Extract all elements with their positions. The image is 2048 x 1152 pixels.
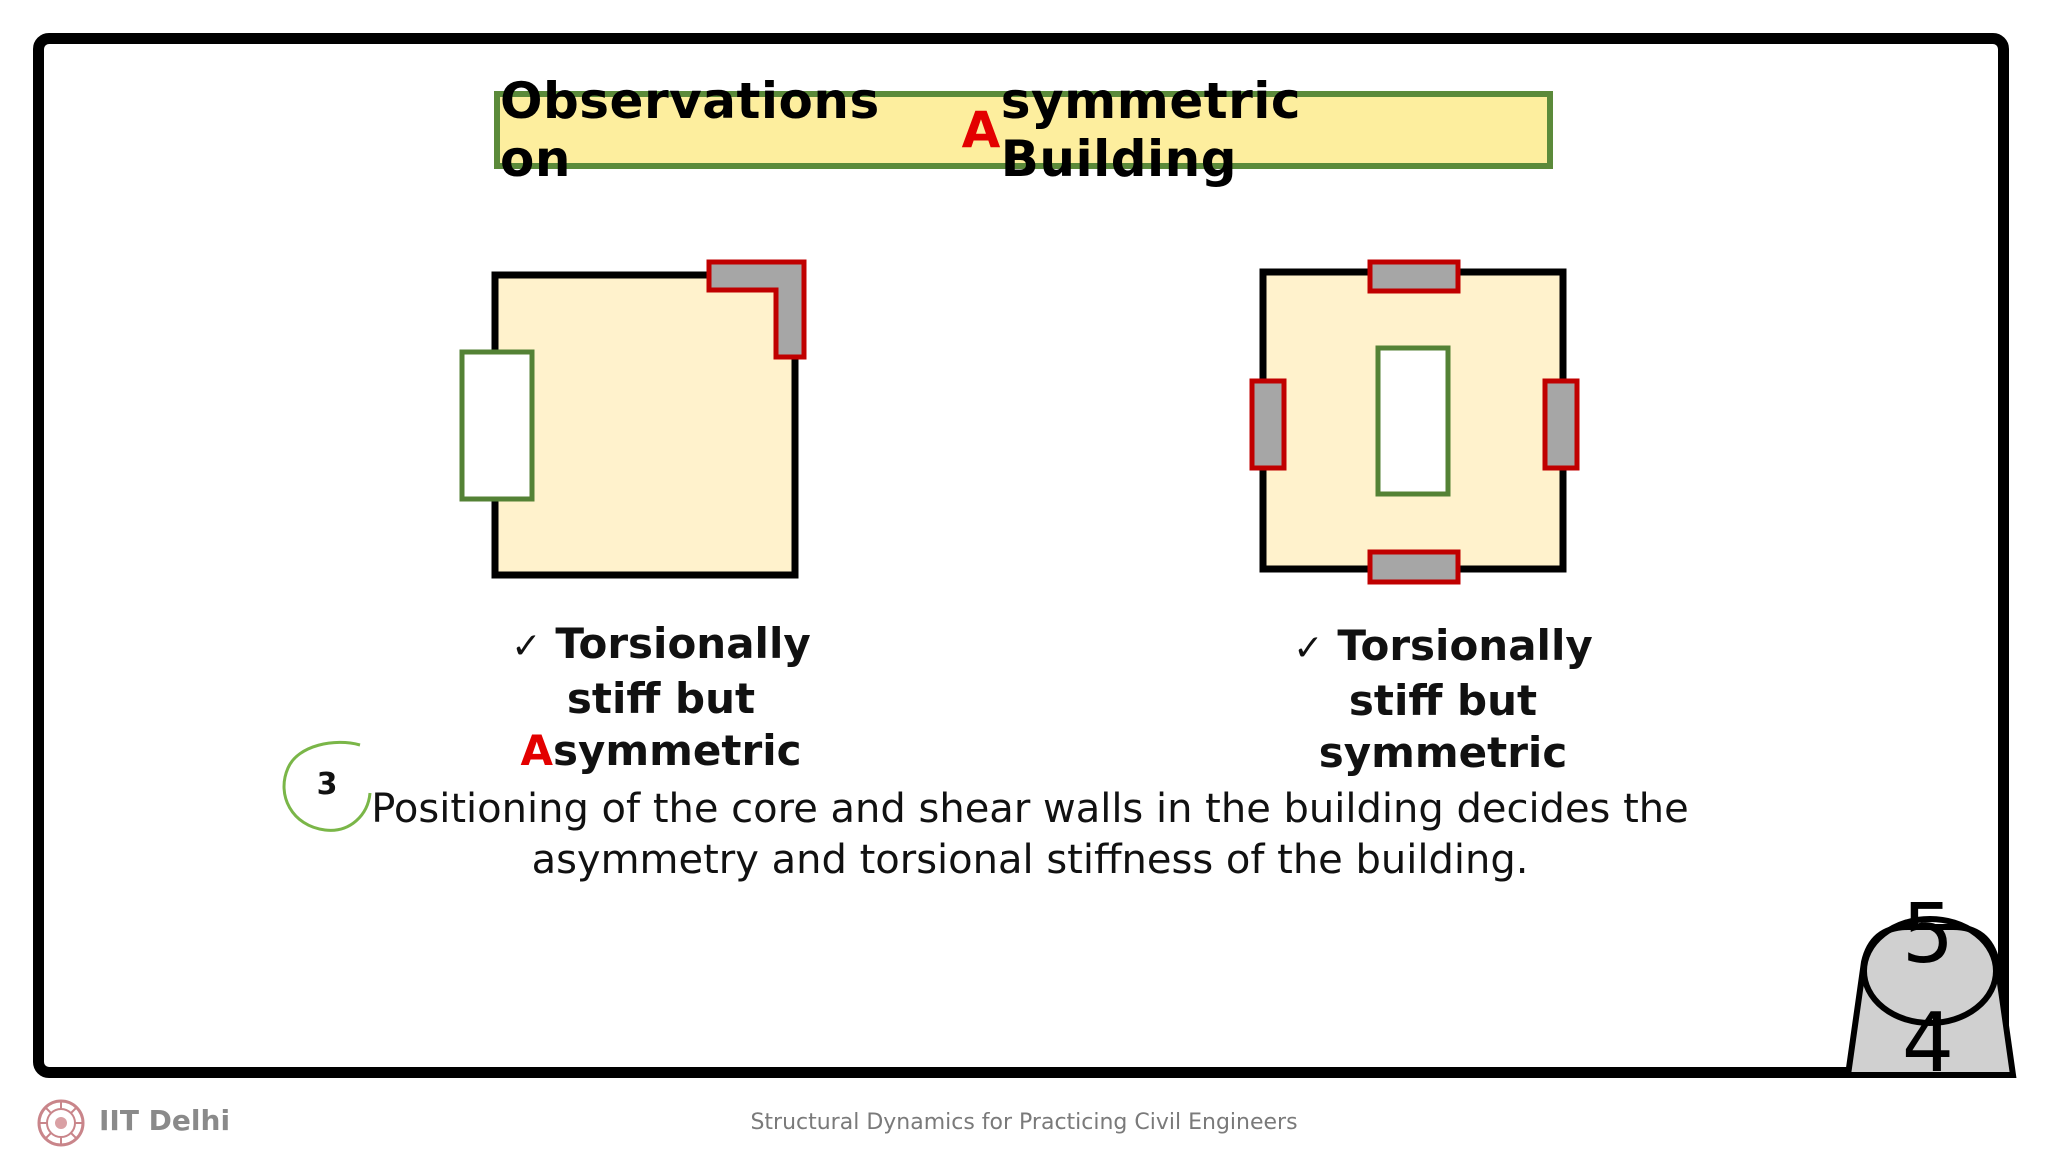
- page-number-weight-icon: 5 4: [1844, 887, 2017, 1091]
- left-caption-line3: Asymmetric: [496, 725, 826, 777]
- page-number-bottom: 4: [1902, 996, 1954, 1091]
- iit-delhi-emblem-icon: [37, 1099, 85, 1147]
- left-caption-highlight: A: [520, 726, 554, 775]
- check-mark-icon: ✓: [1293, 628, 1324, 669]
- right-plan-caption: ✓ Torsionally stiff but symmetric: [1278, 620, 1608, 779]
- right-caption-line3: symmetric: [1318, 728, 1568, 777]
- right-building-plan: [1249, 259, 1580, 585]
- right-bottom-shear-wall: [1367, 549, 1461, 585]
- left-core-wall: [459, 349, 535, 502]
- left-floor-slab: [491, 271, 799, 579]
- right-core-wall: [1375, 345, 1451, 497]
- right-left-shear-wall: [1249, 378, 1287, 471]
- slide-frame: [33, 33, 2009, 1078]
- left-corner-shear-wall: [706, 259, 807, 360]
- right-caption-text1: Torsionally: [1337, 621, 1593, 670]
- title-prefix: Observations on: [500, 72, 880, 188]
- observation-number-badge: 3: [282, 740, 372, 832]
- page-number-top: 5: [1902, 887, 1954, 982]
- observation-text: Positioning of the core and shear walls …: [360, 784, 1700, 886]
- right-top-shear-wall: [1367, 259, 1461, 294]
- observation-number: 3: [317, 767, 338, 802]
- check-mark-icon: ✓: [511, 626, 542, 667]
- observation-line1: Positioning of the core and shear walls …: [371, 786, 1689, 832]
- left-caption-line2: stiff but: [566, 674, 756, 723]
- green-circle-mark: [282, 740, 372, 832]
- right-caption-line1: ✓ Torsionally: [1278, 620, 1608, 675]
- right-right-shear-wall: [1542, 378, 1580, 471]
- right-caption-line2: stiff but: [1348, 676, 1538, 725]
- left-caption-line1: ✓ Torsionally: [496, 618, 826, 673]
- title-highlight: A: [961, 101, 1001, 159]
- footer-course-title: Structural Dynamics for Practicing Civil…: [750, 1110, 1298, 1135]
- left-plan-caption: ✓ Torsionally stiff but Asymmetric: [496, 618, 826, 777]
- title-suffix: symmetric Building: [1000, 72, 1302, 188]
- left-building-plan: [459, 259, 807, 579]
- left-caption-text1: Torsionally: [555, 619, 811, 668]
- observation-line2: asymmetry and torsional stiffness of the…: [531, 837, 1529, 883]
- footer-institute: IIT Delhi: [99, 1104, 231, 1137]
- left-caption-rest: symmetric: [553, 726, 802, 775]
